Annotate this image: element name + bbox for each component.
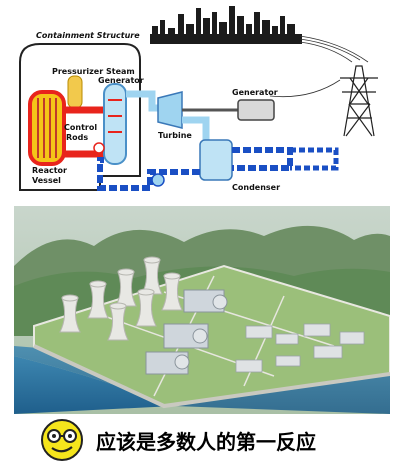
label-turbine: Turbine — [158, 131, 192, 140]
control-rods — [37, 98, 57, 158]
pump-icon — [151, 173, 165, 187]
plant-aerial-view — [14, 206, 390, 414]
turbine — [157, 91, 183, 129]
cooling-loop — [232, 147, 293, 171]
label-generator: Generator — [232, 88, 278, 97]
power-lines — [269, 35, 369, 97]
condenser — [199, 139, 233, 181]
label-reactor-vessel-1: Reactor — [32, 166, 67, 175]
steam-generator — [103, 83, 127, 165]
steam-loop — [126, 90, 158, 112]
label-pressurizer: Pressurizer — [52, 67, 103, 76]
smiley-glasses-icon — [41, 419, 83, 461]
label-steam-generator-1: Steam — [106, 67, 135, 76]
city-skyline-icon — [150, 6, 302, 44]
label-steam-generator-2: Generator — [98, 76, 144, 85]
label-control-rods-1: Control — [64, 123, 97, 132]
label-control-rods-2: Rods — [66, 133, 88, 142]
feedwater-loop — [97, 157, 200, 191]
cooling-towers — [59, 256, 183, 341]
auxiliary-buildings — [235, 323, 365, 373]
generator — [237, 99, 275, 121]
pressurizer — [67, 75, 83, 109]
reactor-vessel — [28, 90, 66, 166]
reactor-buildings — [145, 289, 228, 375]
caption-row: 应该是多数人的第一反应 — [40, 418, 370, 462]
nuclear-plant-schematic: Containment Structure Pressurizer Steam … — [19, 6, 378, 192]
sea — [14, 356, 174, 414]
diagram-title: Containment Structure — [36, 31, 140, 40]
caption-text: 应该是多数人的第一反应 — [96, 429, 316, 454]
label-condenser: Condenser — [232, 183, 280, 192]
pump-icon — [93, 142, 105, 154]
label-reactor-vessel-2: Vessel — [32, 176, 61, 185]
transmission-tower-icon — [340, 65, 378, 137]
